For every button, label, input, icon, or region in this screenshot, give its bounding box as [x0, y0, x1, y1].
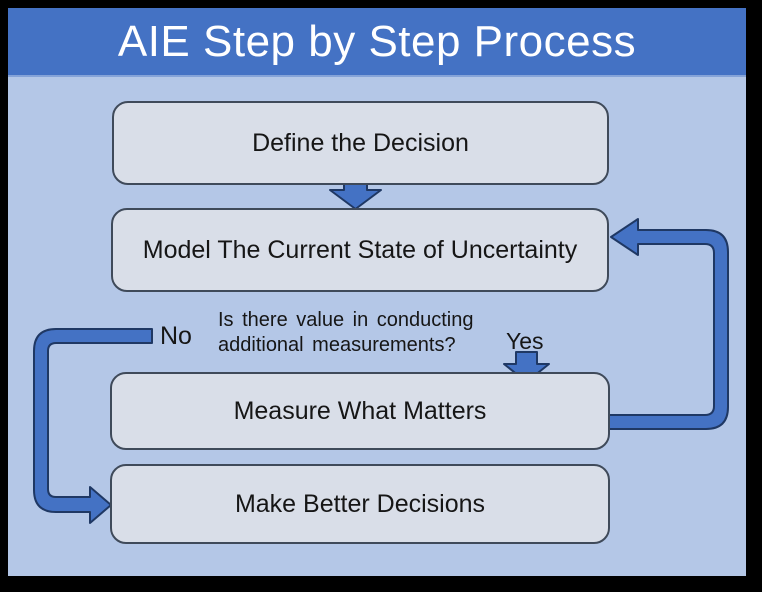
- node-label: Make Better Decisions: [234, 489, 486, 518]
- decision-question-line1: Is there value in conducting: [218, 309, 474, 331]
- node-label: Measure What Matters: [233, 396, 487, 425]
- diagram-title: AIE Step by Step Process: [117, 16, 637, 66]
- decision-question-line2: additional measurements?: [218, 334, 456, 356]
- feedback-loop-arrow-icon: [608, 218, 729, 430]
- yes-branch-label: Yes: [506, 328, 544, 354]
- node-model-current-state-of-uncertainty: Model The Current State of Uncertainty: [111, 208, 609, 292]
- node-measure-what-matters: Measure What Matters: [110, 372, 610, 450]
- slide-background: AIE Step by Step Process Define the Deci…: [8, 8, 746, 576]
- node-label: Define the Decision: [252, 128, 469, 157]
- no-branch-label: No: [160, 322, 192, 350]
- title-bar: AIE Step by Step Process: [8, 8, 746, 77]
- node-label: Model The Current State of Uncertainty: [142, 235, 578, 264]
- node-make-better-decisions: Make Better Decisions: [110, 464, 610, 544]
- decision-question: Is there value in conducting additional …: [218, 308, 474, 358]
- node-define-the-decision: Define the Decision: [112, 101, 609, 185]
